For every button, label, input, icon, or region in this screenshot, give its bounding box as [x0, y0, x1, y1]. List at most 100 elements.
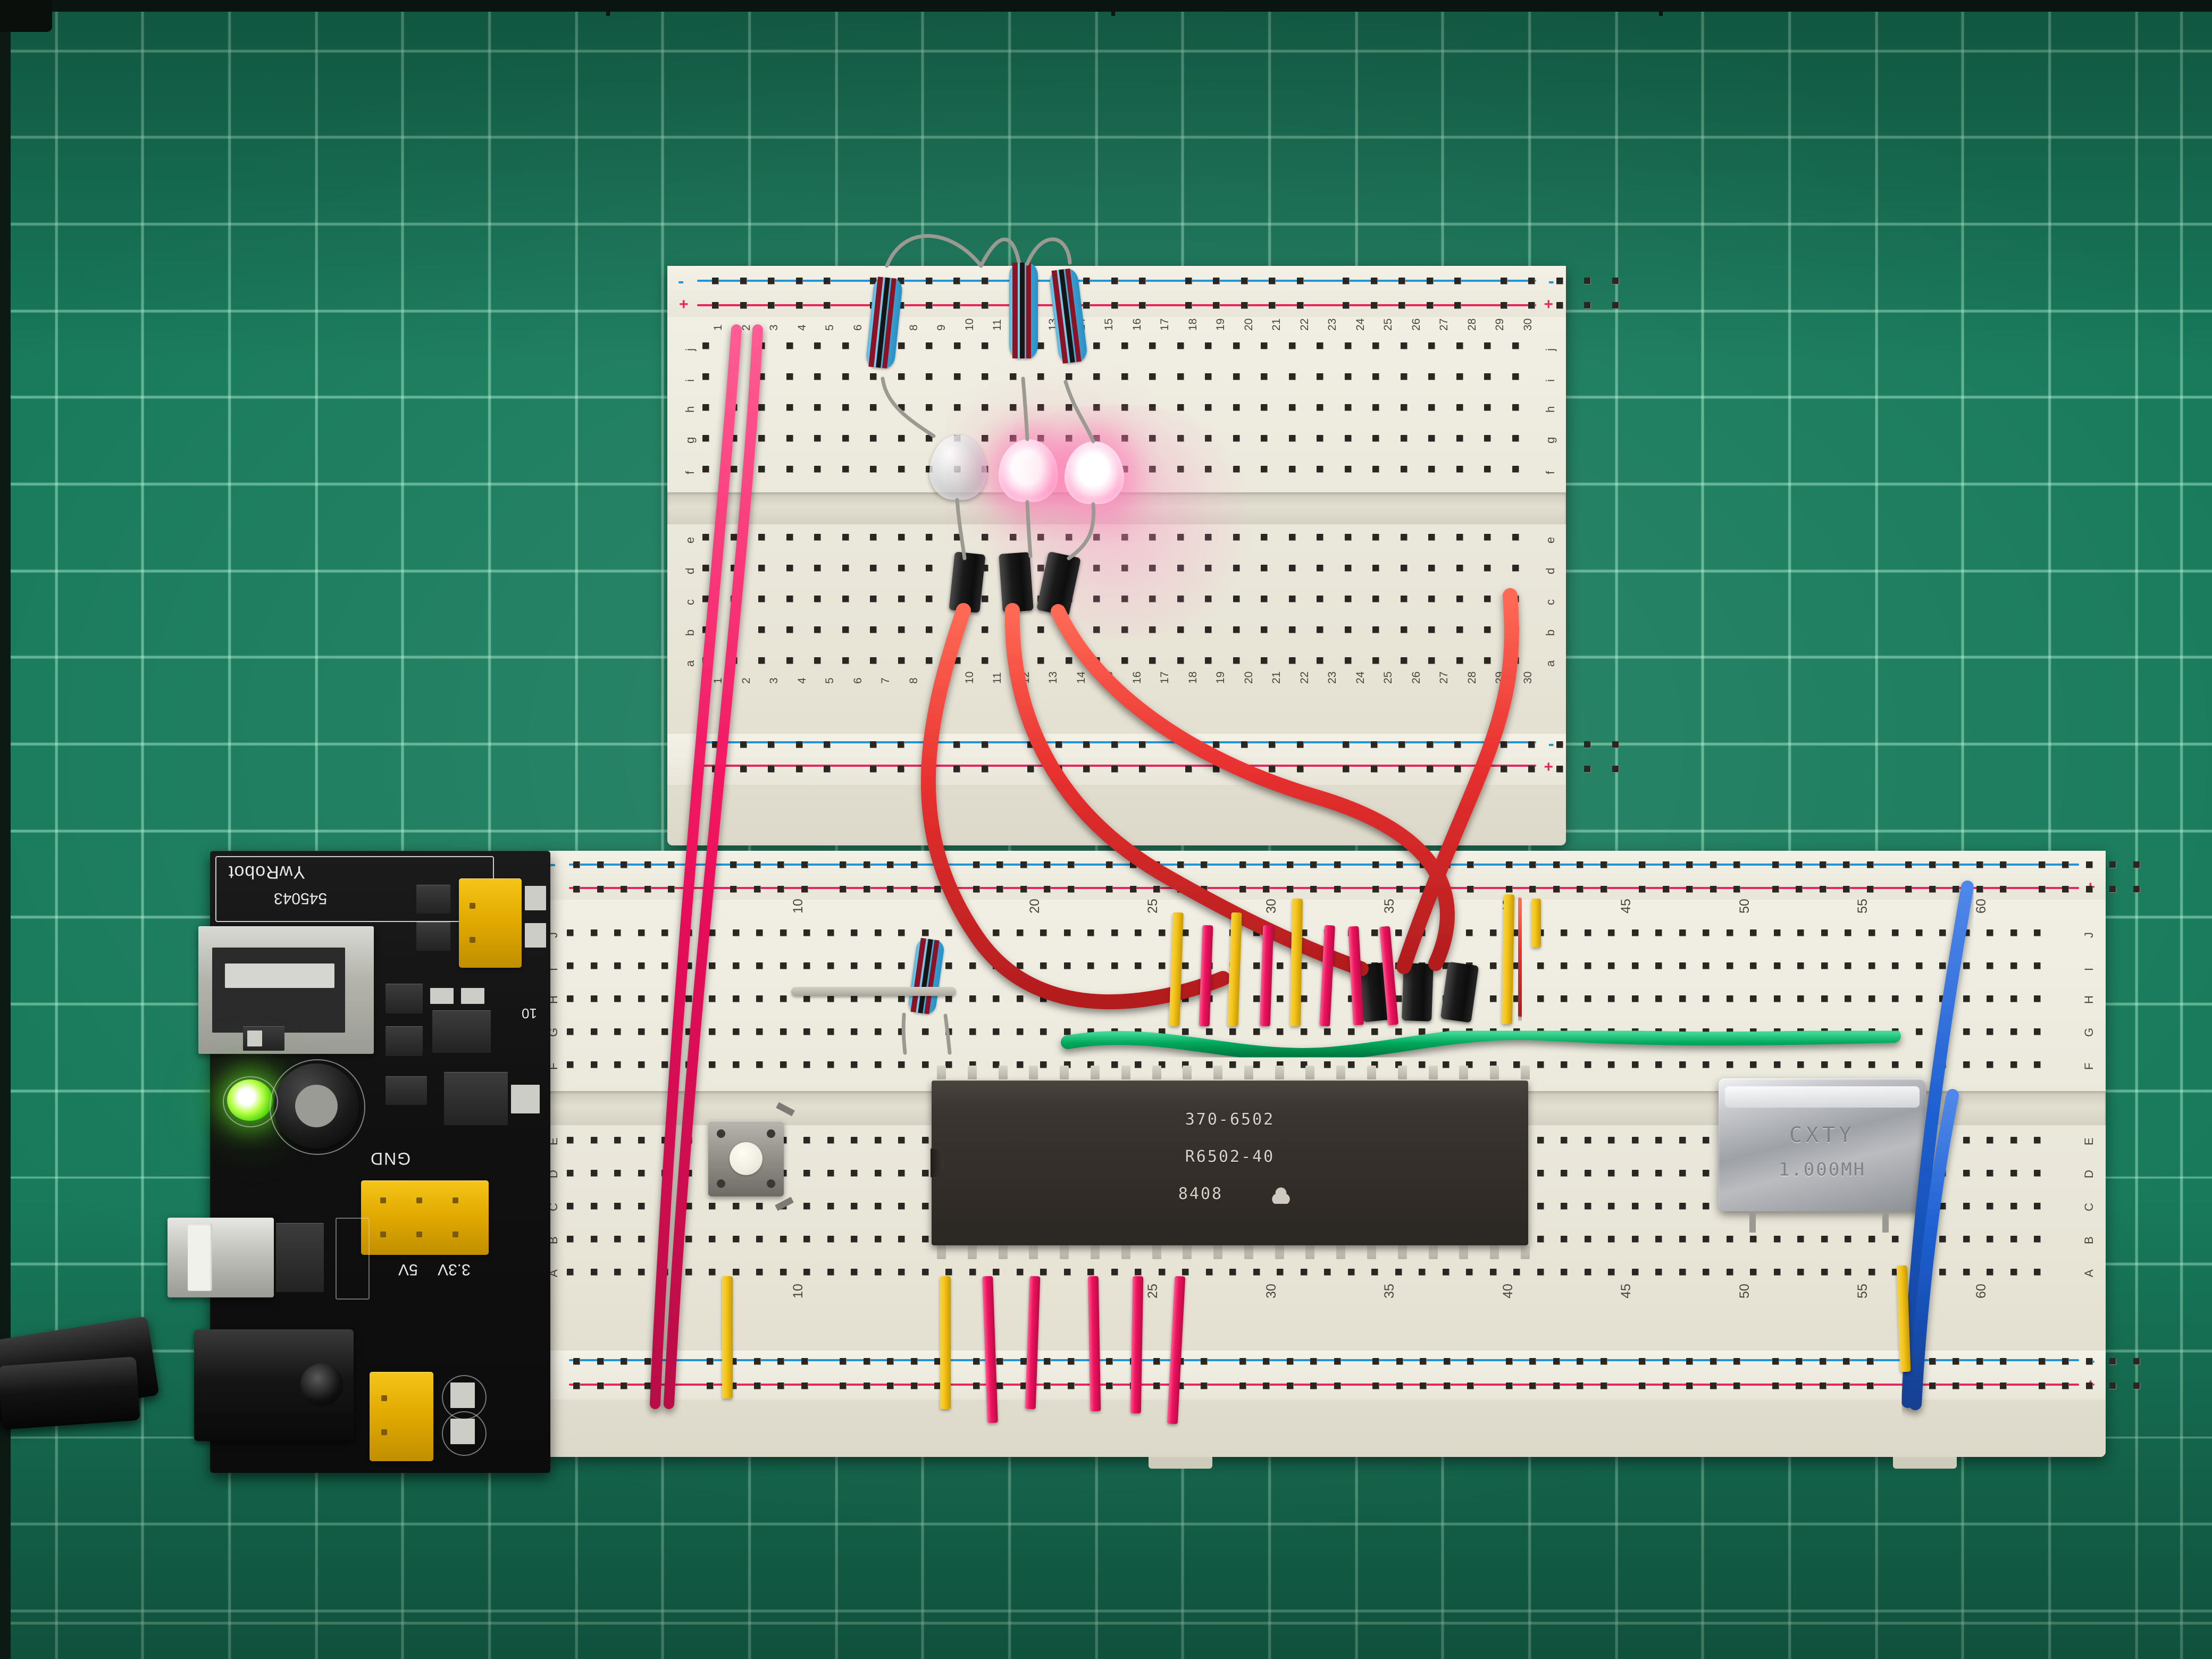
breadboard-hole[interactable] — [1344, 657, 1352, 664]
breadboard-hole[interactable] — [1261, 565, 1268, 572]
breadboard-hole[interactable] — [814, 596, 821, 602]
breadboard-hole[interactable] — [1205, 373, 1212, 380]
breadboard-hole[interactable] — [1182, 962, 1189, 969]
breadboard-hole[interactable] — [1797, 929, 1804, 936]
breadboard-hole[interactable] — [851, 1061, 858, 1068]
breadboard-hole[interactable] — [1040, 962, 1047, 969]
breadboard-hole[interactable] — [1655, 1269, 1662, 1276]
breadboard-hole[interactable] — [1233, 435, 1240, 442]
breadboard-hole[interactable] — [1655, 929, 1662, 936]
breadboard-hole[interactable] — [1703, 1137, 1710, 1144]
breadboard-hole[interactable] — [1233, 404, 1240, 411]
breadboard-hole[interactable] — [1205, 565, 1212, 572]
power-rail-hole[interactable] — [1529, 1358, 1536, 1365]
breadboard-hole[interactable] — [898, 1137, 905, 1144]
breadboard-hole[interactable] — [567, 1137, 574, 1144]
breadboard-hole[interactable] — [1513, 995, 1520, 1002]
power-rail-hole[interactable] — [1443, 1382, 1451, 1389]
breadboard-hole[interactable] — [1063, 962, 1071, 969]
breadboard-hole[interactable] — [1750, 1028, 1757, 1035]
breadboard-hole[interactable] — [1065, 626, 1073, 633]
breadboard-hole[interactable] — [780, 1269, 787, 1276]
power-rail-hole[interactable] — [2109, 861, 2116, 868]
breadboard-hole[interactable] — [803, 1061, 810, 1068]
breadboard-hole[interactable] — [1608, 1203, 1615, 1210]
power-rail-hole[interactable] — [1296, 741, 1304, 748]
breadboard-hole[interactable] — [1963, 1236, 1970, 1243]
breadboard-hole[interactable] — [1121, 626, 1128, 633]
power-rail-hole[interactable] — [925, 278, 933, 284]
breadboard-hole[interactable] — [1845, 1236, 1851, 1243]
power-rail-hole[interactable] — [981, 278, 988, 284]
breadboard-hole[interactable] — [1205, 1028, 1213, 1035]
breadboard-hole[interactable] — [1703, 1203, 1710, 1210]
breadboard-hole[interactable] — [1135, 1061, 1142, 1068]
breadboard-hole[interactable] — [702, 596, 709, 602]
breadboard-hole[interactable] — [898, 1061, 905, 1068]
breadboard-hole[interactable] — [1726, 1236, 1733, 1243]
power-rail-hole[interactable] — [668, 1382, 675, 1389]
power-rail-hole[interactable] — [1372, 1358, 1379, 1365]
breadboard-hole[interactable] — [827, 962, 834, 969]
resistor-main-1[interactable] — [904, 925, 952, 1021]
power-rail-hole[interactable] — [1686, 861, 1693, 868]
breadboard-hole[interactable] — [1987, 1203, 1993, 1210]
breadboard-hole[interactable] — [1561, 1203, 1568, 1210]
power-rail-hole[interactable] — [1343, 766, 1350, 773]
breadboard-hole[interactable] — [1229, 1028, 1236, 1035]
breadboard-hole[interactable] — [1135, 929, 1142, 936]
mini-top-rail[interactable]: - + - + — [667, 266, 1619, 317]
power-rail-hole[interactable] — [1263, 861, 1270, 868]
power-rail-hole[interactable] — [1443, 1358, 1451, 1365]
power-rail-hole[interactable] — [1600, 1358, 1607, 1365]
breadboard-hole[interactable] — [1093, 342, 1100, 349]
breadboard-hole[interactable] — [1608, 1170, 1615, 1177]
power-rail-hole[interactable] — [753, 886, 761, 893]
power-rail-hole[interactable] — [1269, 766, 1276, 773]
breadboard-hole[interactable] — [1456, 373, 1463, 380]
breadboard-hole[interactable] — [1987, 1028, 1993, 1035]
power-rail-hole[interactable] — [768, 741, 775, 748]
breadboard-hole[interactable] — [1845, 1028, 1851, 1035]
breadboard-hole[interactable] — [1845, 995, 1851, 1002]
breadboard-hole[interactable] — [814, 342, 821, 349]
power-rail-hole[interactable] — [730, 861, 737, 868]
power-rail-hole[interactable] — [644, 1358, 651, 1365]
breadboard-hole[interactable] — [730, 534, 738, 541]
breadboard-hole[interactable] — [1253, 1269, 1260, 1276]
breadboard-hole[interactable] — [614, 1028, 621, 1035]
power-rail-hole[interactable] — [1153, 1382, 1160, 1389]
power-rail-hole[interactable] — [1500, 278, 1507, 284]
breadboard-hole[interactable] — [1288, 404, 1296, 411]
power-rail-hole[interactable] — [706, 861, 714, 868]
breadboard-hole[interactable] — [661, 1137, 668, 1144]
power-rail-hole[interactable] — [1111, 766, 1118, 773]
breadboard-hole[interactable] — [1631, 995, 1639, 1002]
led-2[interactable] — [999, 439, 1058, 502]
breadboard-hole[interactable] — [1679, 1170, 1686, 1177]
tactile-push-button[interactable] — [708, 1121, 784, 1196]
breadboard-hole[interactable] — [1229, 1269, 1236, 1276]
breadboard-hole[interactable] — [1344, 373, 1352, 380]
breadboard-hole[interactable] — [1317, 342, 1323, 349]
power-rail-hole[interactable] — [2085, 861, 2093, 868]
power-rail-hole[interactable] — [863, 861, 870, 868]
power-rail-hole[interactable] — [2000, 861, 2007, 868]
breadboard-hole[interactable] — [1372, 565, 1379, 572]
breadboard-hole[interactable] — [1608, 1028, 1615, 1035]
breadboard-hole[interactable] — [1158, 1028, 1166, 1035]
breadboard-hole[interactable] — [1205, 596, 1212, 602]
power-rail-hole[interactable] — [1296, 278, 1304, 284]
power-rail-hole[interactable] — [973, 886, 980, 893]
breadboard-hole[interactable] — [1750, 995, 1757, 1002]
power-rail-hole[interactable] — [1733, 861, 1740, 868]
breadboard-hole[interactable] — [1939, 1203, 1946, 1210]
power-rail-hole[interactable] — [1639, 861, 1646, 868]
breadboard-hole[interactable] — [1149, 534, 1156, 541]
breadboard-hole[interactable] — [780, 1028, 787, 1035]
breadboard-hole[interactable] — [709, 1236, 716, 1243]
breadboard-hole[interactable] — [1135, 1269, 1142, 1276]
breadboard-hole[interactable] — [1561, 995, 1568, 1002]
breadboard-hole[interactable] — [1561, 929, 1568, 936]
power-rail-hole[interactable] — [644, 886, 651, 893]
